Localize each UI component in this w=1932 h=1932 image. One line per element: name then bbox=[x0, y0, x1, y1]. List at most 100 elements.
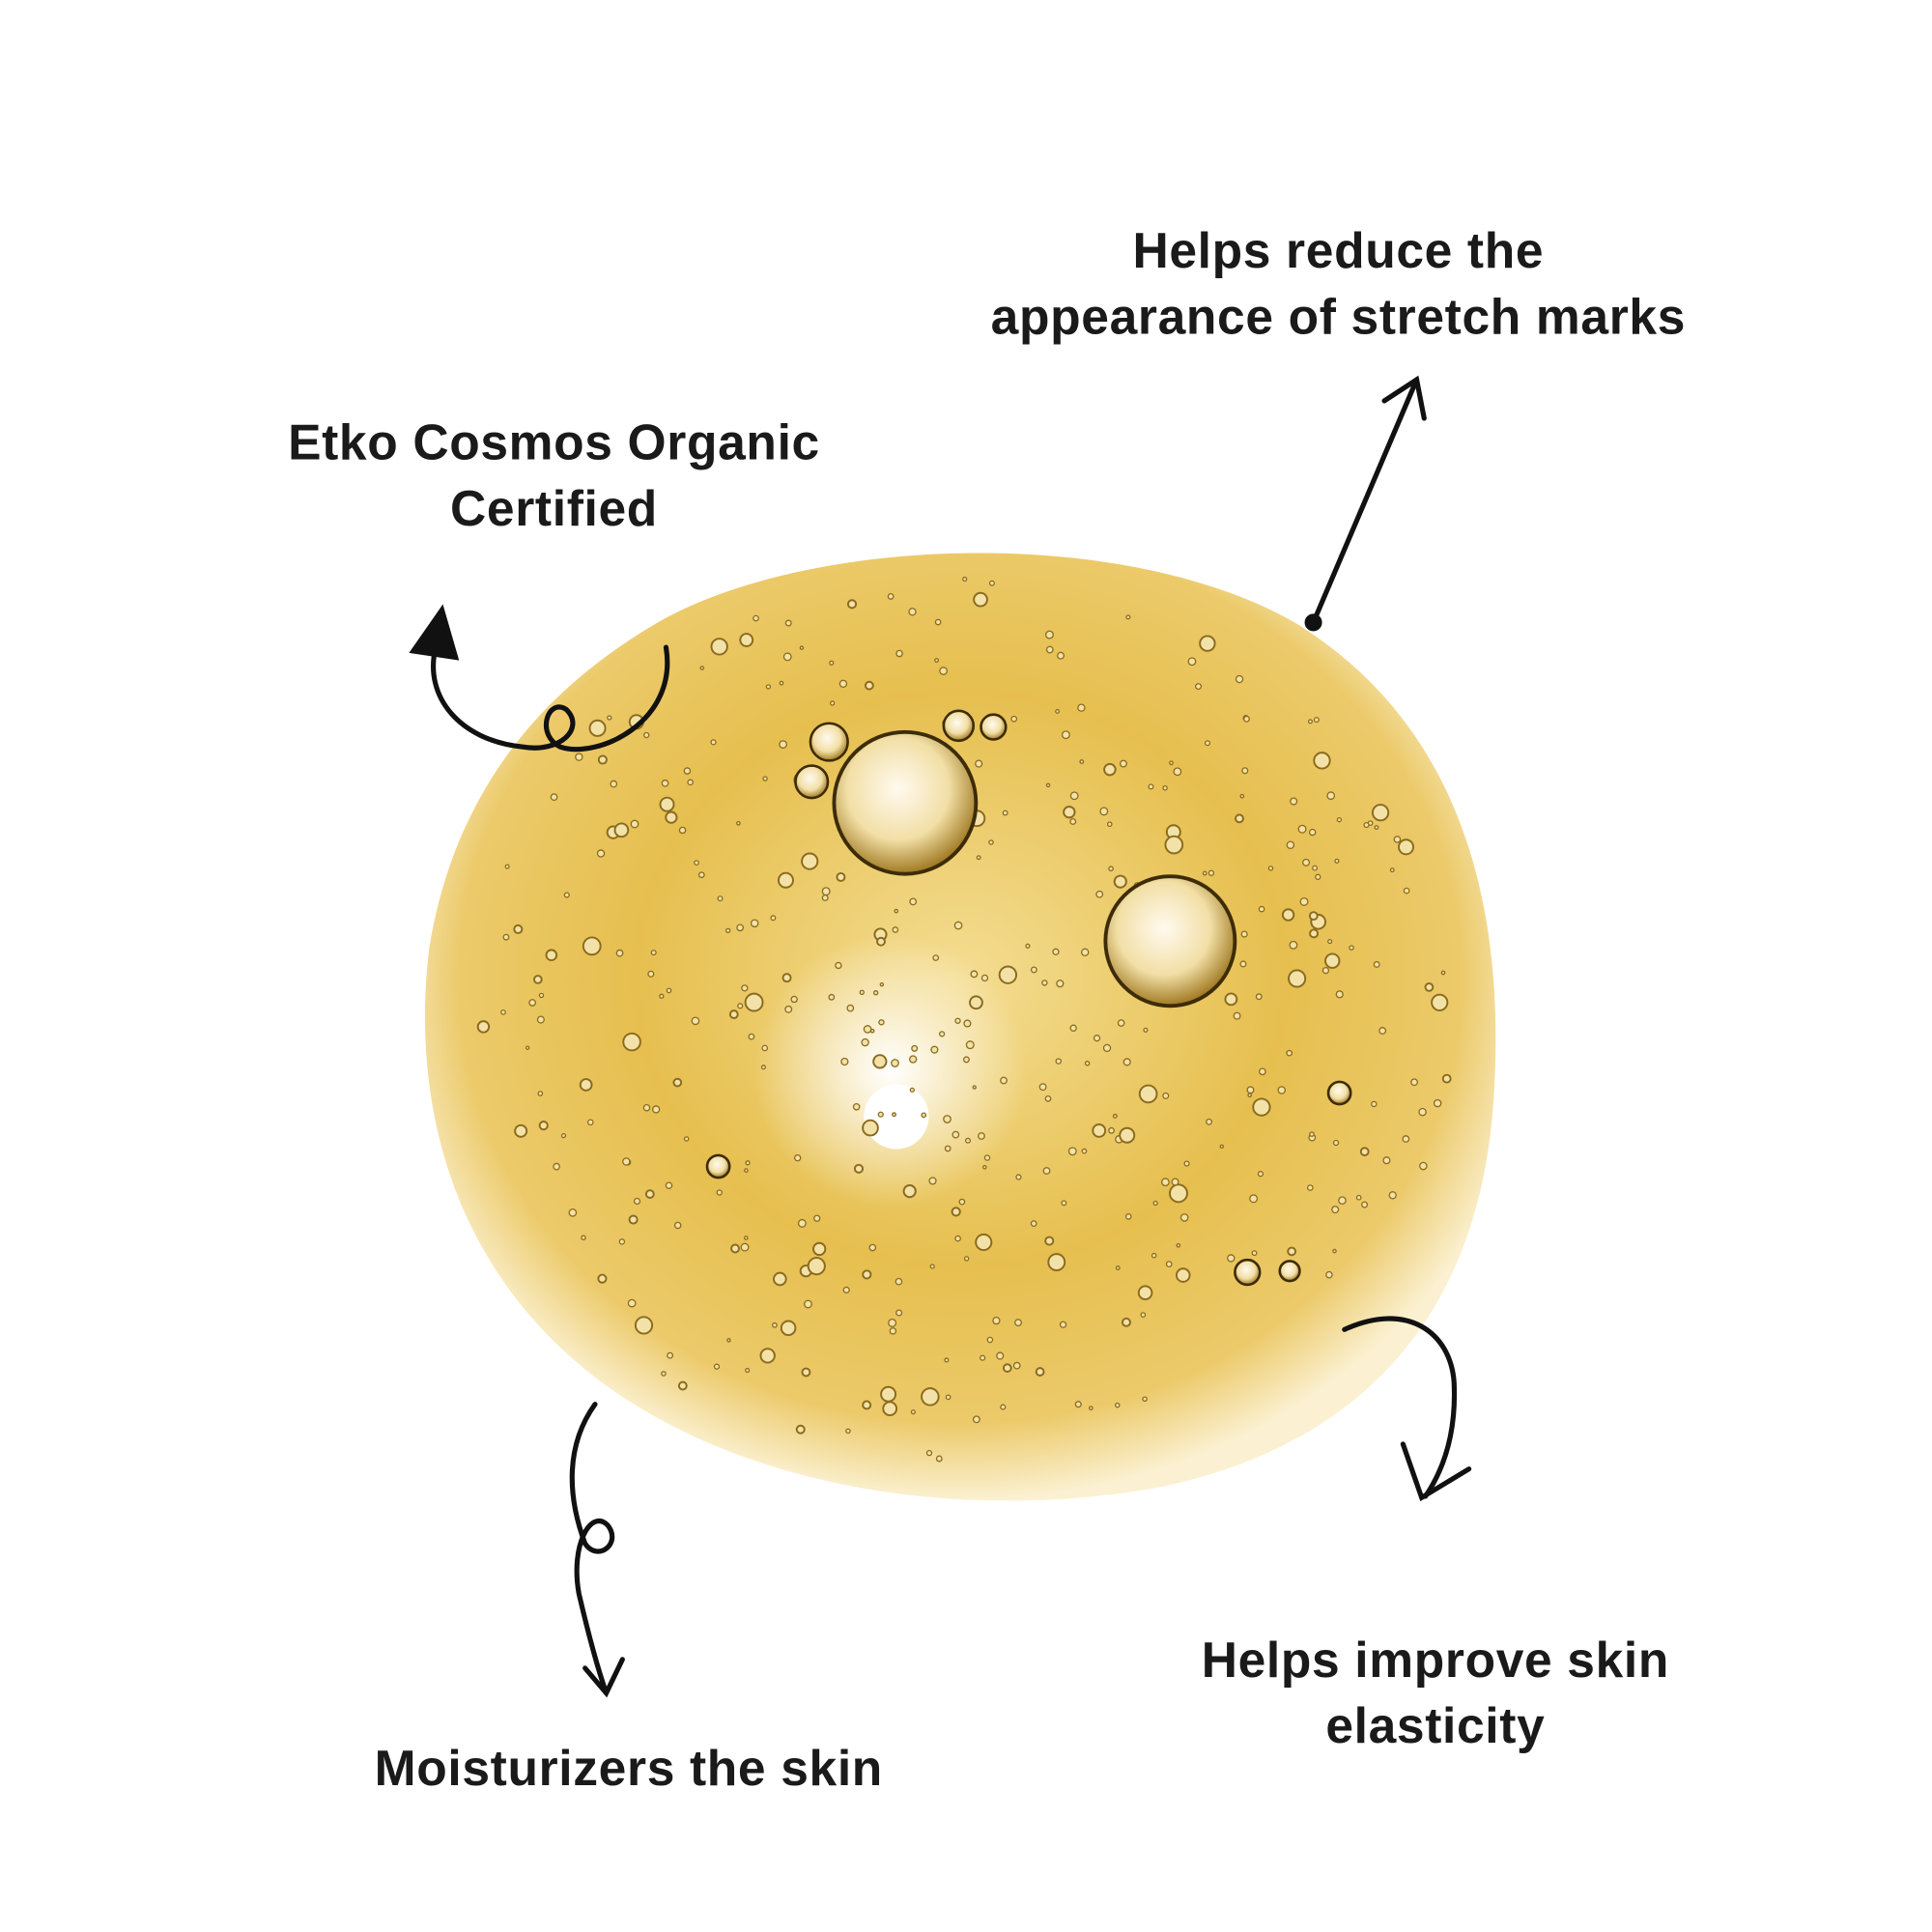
bubble bbox=[772, 1321, 778, 1328]
bubble bbox=[683, 767, 692, 775]
bubble bbox=[975, 1233, 993, 1251]
bubble bbox=[934, 658, 940, 663]
bubble bbox=[1239, 793, 1245, 799]
bubble bbox=[1359, 1147, 1370, 1157]
bubble bbox=[1281, 908, 1295, 922]
bubble bbox=[1327, 938, 1333, 945]
benefit-stretch-marks: Helps reduce the appearance of stretch m… bbox=[990, 223, 1687, 345]
bubble bbox=[1035, 1367, 1045, 1377]
bubble bbox=[1045, 645, 1054, 654]
bubble bbox=[846, 1004, 855, 1012]
bubble bbox=[879, 981, 885, 987]
bubble bbox=[1121, 1317, 1131, 1327]
bubble bbox=[894, 908, 899, 914]
bubble bbox=[980, 974, 989, 982]
bubble bbox=[1102, 1043, 1112, 1053]
bubble bbox=[958, 1198, 966, 1206]
benefit-elasticity: Helps improve skin elasticity bbox=[1201, 1633, 1670, 1754]
bubble bbox=[939, 667, 949, 675]
bubble bbox=[761, 1044, 769, 1052]
bubble bbox=[1290, 797, 1298, 806]
bubble bbox=[972, 1085, 977, 1090]
benefit-moisturize: Moisturizers the skin bbox=[374, 1741, 883, 1797]
bubble bbox=[1175, 1267, 1191, 1283]
bubble bbox=[1171, 1178, 1179, 1186]
bubble bbox=[842, 1286, 850, 1293]
bubble bbox=[1124, 1213, 1132, 1220]
bubble bbox=[740, 1242, 750, 1252]
bubble bbox=[1010, 715, 1018, 723]
bubble bbox=[876, 936, 886, 947]
bubble bbox=[934, 618, 942, 626]
bubble bbox=[1299, 896, 1309, 906]
small-bubbles bbox=[476, 576, 1452, 1463]
bubble bbox=[859, 989, 865, 995]
bubble bbox=[1081, 1148, 1088, 1154]
bubble bbox=[661, 779, 669, 787]
bubble bbox=[996, 1351, 1005, 1360]
bubble bbox=[750, 919, 759, 928]
bubble bbox=[647, 970, 655, 978]
bubble bbox=[929, 1264, 935, 1269]
bubble bbox=[1069, 818, 1077, 825]
bubble bbox=[1169, 760, 1174, 766]
bubble bbox=[1308, 911, 1319, 922]
bubble bbox=[568, 1208, 578, 1217]
bubble bbox=[652, 1105, 661, 1114]
bubble bbox=[892, 926, 899, 933]
bubble bbox=[596, 849, 606, 858]
bubble bbox=[553, 1162, 560, 1171]
bubble bbox=[1084, 1061, 1091, 1066]
bubble bbox=[1363, 821, 1370, 829]
bubble bbox=[1061, 730, 1070, 740]
bubble bbox=[728, 1009, 739, 1019]
bubble bbox=[954, 1235, 961, 1242]
bubble bbox=[1267, 866, 1274, 871]
bubble bbox=[713, 1363, 721, 1370]
bubble bbox=[525, 1045, 530, 1050]
bubble bbox=[1161, 1178, 1170, 1187]
bubble bbox=[538, 1121, 549, 1131]
bubble bbox=[891, 1059, 899, 1067]
bubble bbox=[1095, 890, 1104, 898]
bubble bbox=[1361, 1201, 1369, 1208]
bubble bbox=[622, 1157, 631, 1166]
bubble bbox=[877, 1111, 884, 1118]
bubble bbox=[1169, 1183, 1188, 1204]
bubble bbox=[1162, 784, 1168, 791]
bubble bbox=[622, 1032, 641, 1052]
bubble bbox=[691, 1016, 700, 1026]
bubble bbox=[607, 715, 612, 721]
bubble bbox=[1403, 887, 1410, 895]
bubble bbox=[745, 1160, 751, 1166]
bubble bbox=[998, 965, 1018, 984]
bubble bbox=[909, 897, 918, 906]
bubble bbox=[1204, 740, 1211, 747]
bubble bbox=[1151, 1252, 1157, 1259]
bubble bbox=[1038, 1083, 1047, 1092]
bubble bbox=[1125, 614, 1131, 620]
bubble bbox=[1176, 1243, 1181, 1248]
bubble bbox=[1424, 982, 1435, 992]
bubble bbox=[963, 1256, 970, 1262]
bubble bbox=[962, 576, 968, 582]
bubble bbox=[745, 1367, 751, 1374]
bubble bbox=[1219, 1144, 1225, 1149]
benefit-organic-certified: Etko Cosmos Organic Certified bbox=[288, 415, 820, 537]
bubble bbox=[500, 1009, 506, 1015]
bubble bbox=[1179, 1213, 1189, 1222]
bubble bbox=[821, 894, 829, 901]
bubble bbox=[1287, 1246, 1297, 1257]
bubble bbox=[975, 759, 983, 768]
bubble bbox=[550, 793, 558, 801]
large-bubbles bbox=[705, 709, 1352, 1287]
bubble bbox=[1143, 1027, 1149, 1033]
bubble bbox=[1382, 1156, 1391, 1165]
bubble bbox=[642, 1103, 651, 1112]
bubble bbox=[1074, 1401, 1082, 1408]
bubble bbox=[840, 1057, 849, 1066]
bubble bbox=[1224, 992, 1238, 1007]
bubble bbox=[1002, 1363, 1012, 1373]
bubble bbox=[1289, 940, 1298, 950]
bubble bbox=[1117, 1019, 1125, 1027]
